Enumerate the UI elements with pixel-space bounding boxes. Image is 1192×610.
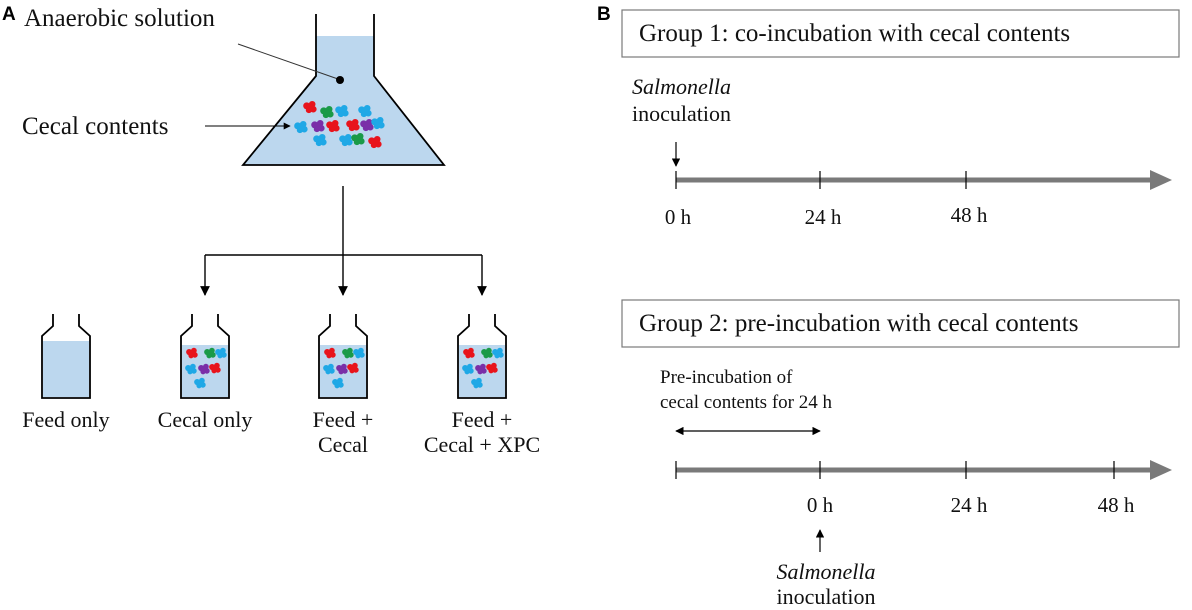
group1-title: Group 1: co-incubation with cecal conten…	[639, 20, 1070, 47]
bacterium-icon	[347, 362, 359, 374]
bottle-outline	[41, 314, 91, 399]
bottle-bacteria	[185, 347, 227, 389]
bacterium-icon	[194, 377, 206, 389]
group2-timeline: Group 2: pre-incubation with cecal conte…	[621, 299, 1180, 609]
group2-title: Group 2: pre-incubation with cecal conte…	[639, 310, 1078, 337]
erlenmeyer-flask	[241, 14, 446, 166]
panel-a-letter: A	[2, 4, 16, 25]
bacterium-icon	[209, 362, 221, 374]
group2-salmonella-label: Salmonella	[777, 559, 876, 584]
anaerobic-pointer-line	[237, 43, 339, 80]
group1-title-box	[621, 9, 1180, 58]
bacterium-icon	[320, 105, 334, 119]
panel-b: B Group 1: co-incubation with cecal cont…	[597, 4, 1180, 609]
panel-b-letter: B	[597, 4, 611, 25]
group1-salmonella-label: Salmonella	[632, 74, 731, 99]
bacterium-icon	[204, 347, 216, 359]
group2-inoculation-label: inoculation	[777, 584, 876, 609]
bacterium-icon	[371, 116, 385, 130]
group2-axis-arrowhead	[1150, 460, 1172, 480]
cecal-contents-label: Cecal contents	[22, 113, 168, 140]
bacterium-icon	[339, 133, 353, 147]
group2-tick-label-48: 48 h	[1098, 493, 1135, 517]
group1-tick-label-24: 24 h	[805, 205, 842, 229]
group1-tick-label-48: 48 h	[951, 203, 988, 227]
bottle-outline	[318, 314, 368, 399]
bacterium-icon	[323, 363, 335, 375]
bottle-bacteria	[462, 347, 504, 389]
bacterium-icon	[475, 363, 487, 375]
bacterium-icon	[313, 133, 327, 147]
group2-title-box	[621, 299, 1180, 348]
bacterium-icon	[185, 363, 197, 375]
bacterium-icon	[198, 363, 210, 375]
bottle-label-line1: Cecal only	[158, 407, 253, 432]
bacterium-icon	[351, 132, 365, 146]
distribution-arrows	[200, 186, 487, 296]
preincubation-label-line2: cecal contents for 24 h	[660, 392, 832, 413]
group1-inoculation-label: inoculation	[632, 101, 731, 126]
group1-axis-arrowhead	[1150, 170, 1172, 190]
bacterium-icon	[294, 120, 308, 134]
bacterium-icon	[332, 377, 344, 389]
group2-tick-label-0: 0 h	[807, 493, 834, 517]
bottle-label-line1: Feed only	[22, 407, 109, 432]
bacterium-icon	[346, 118, 360, 132]
bacterium-icon	[368, 135, 382, 149]
bacterium-icon	[186, 347, 198, 359]
bacterium-icon	[215, 347, 227, 359]
bottle-label-line1: Feed +	[313, 407, 374, 432]
group1-tick-label-0: 0 h	[665, 205, 692, 229]
bottle-liquid	[43, 341, 89, 397]
bacterium-icon	[335, 104, 349, 118]
bottle-outline	[180, 314, 230, 399]
bacterium-icon	[492, 347, 504, 359]
bacterium-icon	[324, 347, 336, 359]
bacterium-icon	[342, 347, 354, 359]
bacterium-icon	[303, 100, 317, 114]
bottle-feed-cecal: Feed + Cecal	[313, 314, 374, 457]
anaerobic-pointer-dot	[336, 76, 344, 84]
bacterium-icon	[486, 362, 498, 374]
bacterium-icon	[463, 347, 475, 359]
bottle-feed-only: Feed only	[22, 314, 110, 432]
bottle-bacteria	[323, 347, 365, 389]
bacterium-icon	[481, 347, 493, 359]
flask-outline	[241, 14, 446, 166]
bottle-label-line2: Cecal + XPC	[424, 432, 540, 457]
bottle-label-line1: Feed +	[452, 407, 513, 432]
panel-a: A Anaerobic solution Cecal contents Feed…	[2, 4, 540, 457]
group1-timeline: Group 1: co-incubation with cecal conten…	[621, 9, 1180, 229]
bottle-outline	[457, 314, 507, 399]
flask-bacteria-cluster	[294, 100, 385, 149]
bacterium-icon	[360, 118, 374, 132]
bacterium-icon	[471, 377, 483, 389]
bottle-label-line2: Cecal	[318, 432, 368, 457]
preincubation-label-line1: Pre-incubation of	[660, 367, 793, 388]
bacterium-icon	[326, 119, 340, 133]
bacterium-icon	[336, 363, 348, 375]
bacterium-icon	[311, 119, 325, 133]
bottle-feed-cecal-xpc: Feed + Cecal + XPC	[424, 314, 540, 457]
bacterium-icon	[353, 347, 365, 359]
bacterium-icon	[462, 363, 474, 375]
group2-tick-label-24: 24 h	[951, 493, 988, 517]
bacterium-icon	[358, 104, 372, 118]
flask-liquid	[243, 36, 444, 165]
anaerobic-solution-label: Anaerobic solution	[24, 5, 215, 32]
bottle-cecal-only: Cecal only	[158, 314, 253, 432]
